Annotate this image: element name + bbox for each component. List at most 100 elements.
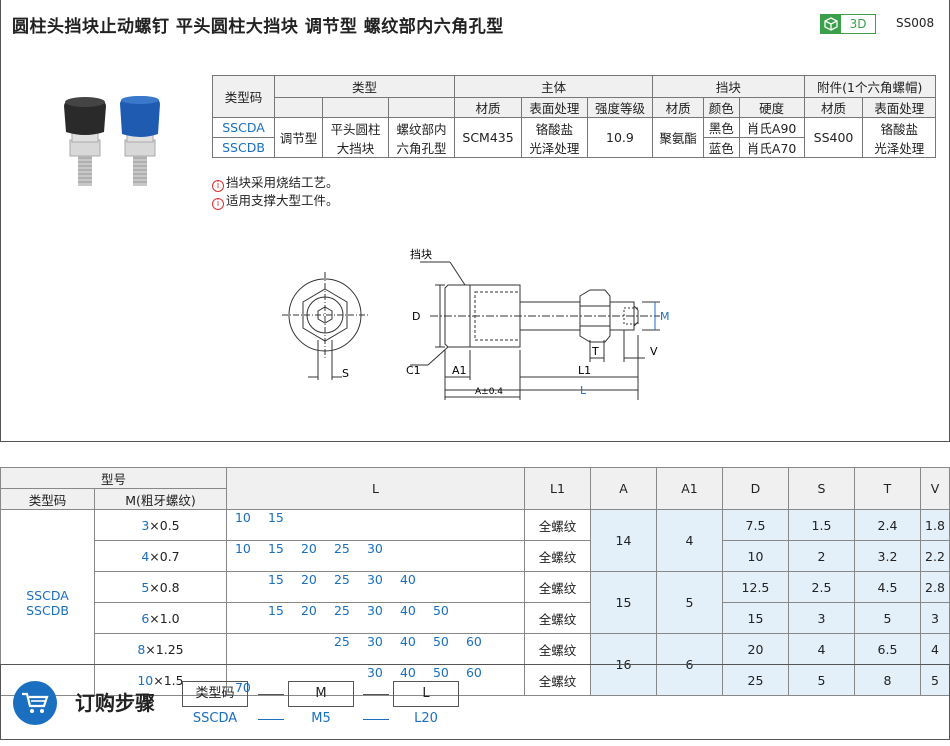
length-option[interactable]: 40 (399, 603, 416, 618)
length-option[interactable]: 20 (300, 572, 317, 587)
spec-header: 颜色 (702, 97, 740, 118)
spec-cell: 聚氨酯 (652, 117, 704, 158)
length-option[interactable]: 60 (465, 634, 482, 649)
v-cell: 1.8 (919, 509, 950, 541)
length-option[interactable]: 20 (300, 541, 317, 556)
length-option[interactable]: 40 (399, 572, 416, 587)
length-option[interactable]: 30 (366, 572, 383, 587)
label-S: S (342, 367, 349, 380)
length-option[interactable]: 30 (366, 665, 383, 680)
length-option[interactable]: 50 (432, 603, 449, 618)
label-V: V (650, 345, 658, 358)
length-option[interactable]: 25 (333, 572, 350, 587)
spec-header: 类型 (274, 75, 455, 98)
length-option[interactable]: 40 (399, 665, 416, 680)
length-option[interactable]: 20 (300, 603, 317, 618)
table-header: V (919, 467, 950, 510)
spec-cell: 10.9 (586, 117, 654, 158)
length-option[interactable]: 25 (333, 541, 350, 556)
table-header: A (589, 467, 657, 510)
a-cell: 14 (589, 509, 657, 572)
spec-header: 强度等级 (586, 97, 654, 118)
spec-cell: 光泽处理 (874, 140, 925, 156)
length-option[interactable]: 70 (234, 680, 251, 695)
length-option[interactable]: 30 (366, 541, 383, 556)
l1-cell: 全螺纹 (523, 571, 591, 603)
length-option[interactable]: 15 (267, 603, 284, 618)
table-header: L1 (523, 467, 591, 510)
a1-cell: 4 (655, 509, 723, 572)
l1-cell: 全螺纹 (523, 540, 591, 572)
length-cell: 10 15 20 25 30 (225, 540, 525, 572)
type-code-link[interactable]: SSCDA (212, 117, 275, 138)
spec-header: 材质 (453, 97, 523, 118)
length-option[interactable]: 25 (333, 603, 350, 618)
table-header: 型号 (0, 467, 227, 489)
d-cell: 20 (721, 633, 789, 665)
spec-cell: 肖氏A90 (738, 117, 805, 138)
length-option[interactable]: 30 (366, 634, 383, 649)
label-M: M (660, 310, 670, 323)
length-option[interactable]: 15 (267, 510, 284, 525)
order-value-l: L20 (414, 711, 438, 726)
d-cell: 25 (721, 664, 789, 696)
label-D: D (412, 310, 420, 323)
t-cell: 8 (853, 664, 921, 696)
cart-icon (13, 681, 57, 725)
d-cell: 7.5 (721, 509, 789, 541)
spec-cell: 光泽处理 (529, 140, 580, 156)
length-cell: 15 20 25 30 40 (225, 571, 525, 603)
note-text: 挡块采用烧结工艺。 (226, 175, 339, 190)
spec-header: 材质 (803, 97, 864, 118)
label-C1: C1 (406, 364, 421, 377)
spec-header: 主体 (453, 75, 654, 98)
length-option[interactable]: 30 (366, 603, 383, 618)
spec-cell: 铬酸盐 (880, 121, 918, 137)
spec-table: 类型码 类型 主体 挡块 附件(1个六角螺帽) 材质 表面处理 强度等级 材质 … (212, 75, 937, 158)
thread-cell: 3×0.5 (94, 509, 227, 541)
label-A: A±0.4 (475, 387, 503, 397)
length-option[interactable]: 15 (267, 572, 284, 587)
order-box-code: 类型码 (182, 681, 248, 707)
s-cell: 1.5 (787, 509, 855, 541)
t-cell: 3.2 (853, 540, 921, 572)
length-option[interactable]: 40 (399, 634, 416, 649)
spec-cell: 螺纹部内 (396, 121, 447, 137)
spec-cell: 黑色 (702, 117, 740, 138)
a-cell: 15 (589, 571, 657, 634)
spec-header: 材质 (652, 97, 704, 118)
length-option[interactable]: 15 (267, 541, 284, 556)
v-cell: 2.8 (919, 571, 950, 603)
note-text: 适用支撑大型工件。 (226, 193, 339, 208)
label-T: T (591, 345, 599, 358)
3d-button[interactable]: 3D (820, 14, 876, 34)
spec-cell: 六角孔型 (396, 140, 447, 156)
l1-cell: 全螺纹 (523, 602, 591, 634)
order-title: 订购步骤 (75, 691, 155, 715)
spec-cell: 肖氏A70 (738, 137, 805, 158)
length-option[interactable]: 10 (234, 510, 251, 525)
length-option[interactable]: 50 (432, 665, 449, 680)
thread-cell: 6×1.0 (94, 602, 227, 634)
length-option[interactable]: 50 (432, 634, 449, 649)
l1-cell: 全螺纹 (523, 509, 591, 541)
type-code-link[interactable]: SSCDB (212, 137, 275, 158)
length-option[interactable]: 25 (333, 634, 350, 649)
v-cell: 2.2 (919, 540, 950, 572)
t-cell: 2.4 (853, 509, 921, 541)
spec-cell: 调节型 (274, 117, 323, 158)
spec-header: 表面处理 (862, 97, 936, 118)
spec-header: 硬度 (738, 97, 805, 118)
spec-header: 附件(1个六角螺帽) (803, 75, 937, 98)
order-steps: 订购步骤 类型码 M L SSCDA M5 L20 (0, 664, 950, 740)
page-title: 圆柱头挡块止动螺钉 平头圆柱大挡块 调节型 螺纹部内六角孔型 (12, 17, 504, 37)
length-option[interactable]: 60 (465, 665, 482, 680)
technical-drawing: 挡块 D C1 S A1 A±0.4 L1 L T V M (282, 247, 670, 400)
cube-icon (821, 15, 841, 33)
length-option[interactable]: 10 (234, 541, 251, 556)
label-L1: L1 (578, 364, 591, 377)
